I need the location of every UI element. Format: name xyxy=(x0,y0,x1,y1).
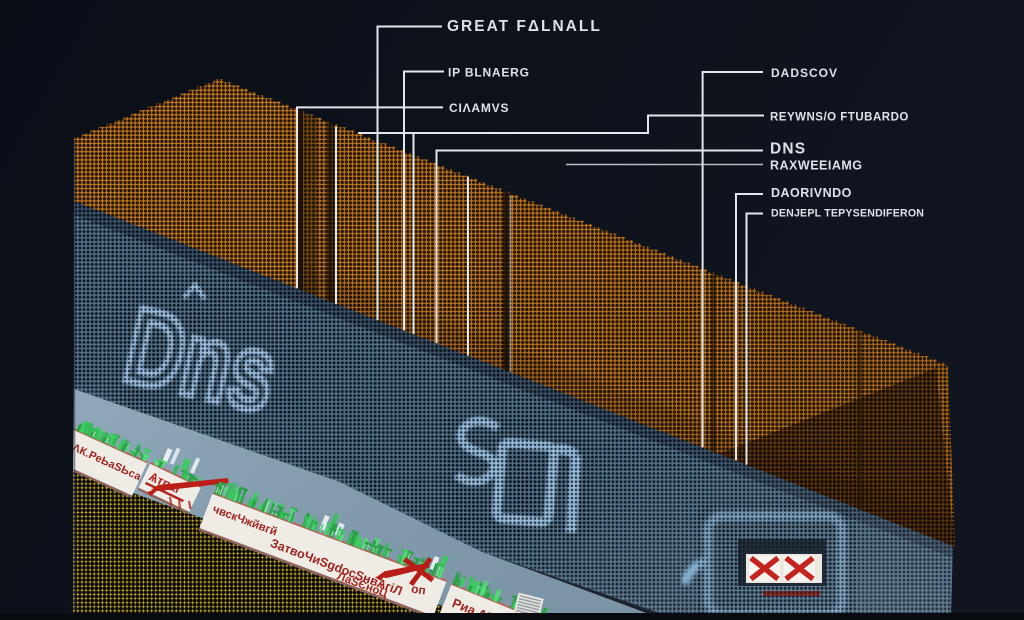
svg-text:DADSCOV: DADSCOV xyxy=(771,66,838,80)
svg-text:оп: оп xyxy=(410,582,426,598)
svg-text:RAXWEEIAMG: RAXWEEIAMG xyxy=(770,159,863,173)
svg-text:GREAT FΔLNALL: GREAT FΔLNALL xyxy=(447,18,602,35)
svg-text:CIΛAMVS: CIΛAMVS xyxy=(449,101,509,115)
svg-text:IP BLNАERG: IP BLNАERG xyxy=(448,66,530,80)
svg-text:REYWNS/O FTUBARDO: REYWNS/O FTUBARDO xyxy=(770,112,909,124)
svg-text:DNS: DNS xyxy=(770,141,806,158)
svg-text:DENJEPL TEPYSENDIFERON: DENJEPL TEPYSENDIFERON xyxy=(771,208,924,220)
svg-text:DAORIVNDO: DAORIVNDO xyxy=(771,186,852,200)
